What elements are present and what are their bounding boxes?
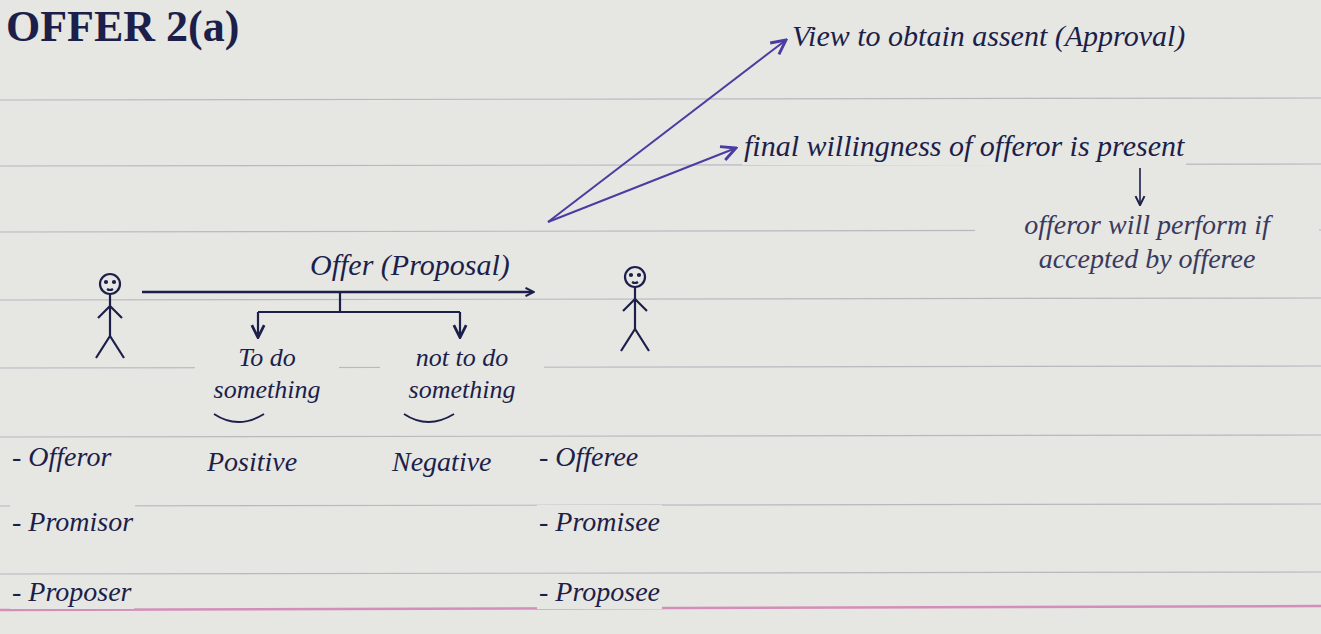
note-text: offeror will perform if accepted by offe… [975, 208, 1319, 276]
note-text: To do something [195, 342, 339, 405]
role-name: - Offeror [10, 440, 113, 474]
ruled-lines [0, 98, 1321, 574]
person-figure: - Offeree - Promisee - Proposee [535, 255, 669, 616]
page-title: OFFER 2(a) [4, 0, 241, 54]
underline-braces [214, 414, 454, 422]
down-arrow [1139, 168, 1141, 204]
role-name: - Promisee [537, 505, 662, 539]
note-text: Positive [205, 445, 299, 479]
offer-arrow [142, 291, 533, 294]
role-name: - Proposer [10, 575, 134, 609]
role-name: - Promisor [10, 505, 135, 539]
role-name: - Proposee [537, 575, 662, 609]
note-text: not to do something [380, 342, 544, 405]
edge-label: Offer (Proposal) [308, 247, 512, 284]
note-text: View to obtain assent (Approval) [790, 18, 1187, 55]
role-name: - Offeree [537, 440, 640, 474]
stick-figure [535, 255, 669, 365]
note-text: final willingness of offeror is present [742, 128, 1186, 165]
split-bracket [258, 292, 460, 336]
note-text: Negative [390, 445, 494, 479]
stick-figure [8, 262, 142, 372]
person-figure: - Offeror - Promisor - Proposer [8, 262, 142, 616]
